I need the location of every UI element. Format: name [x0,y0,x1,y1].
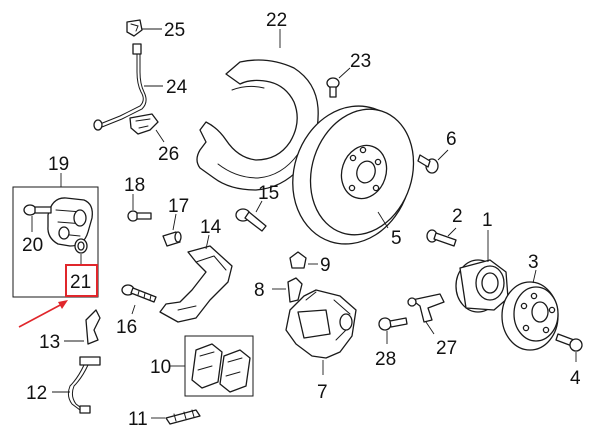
callout-11[interactable]: 11 [128,409,148,430]
highlight-box-21 [65,264,98,297]
part-caliper-7 [285,289,357,359]
callout-22[interactable]: 22 [266,10,287,31]
callout-24[interactable]: 24 [166,77,188,98]
part-pin-17 [162,231,182,247]
part-brake-rotor-5 [292,105,415,245]
part-hub-bearing-1 [455,259,509,313]
red-pointer-arrow [18,300,68,328]
callout-21[interactable]: 21 [70,272,91,293]
callout-9[interactable]: 9 [320,255,331,276]
part-bolt-6 [417,154,439,174]
part-wear-sensor-12 [67,356,101,414]
part-hub-flange-3 [501,281,559,351]
callout-5[interactable]: 5 [391,228,402,249]
callout-19[interactable]: 19 [48,154,69,175]
part-bolt-18 [127,210,152,222]
part-sensor-clip-13 [85,309,101,345]
callout-18[interactable]: 18 [124,175,145,196]
callout-25[interactable]: 25 [164,20,185,41]
part-o-ring-21 [74,238,88,254]
callout-7[interactable]: 7 [317,382,328,403]
callout-2[interactable]: 2 [452,206,463,227]
part-bolt-15 [235,208,267,232]
part-bleeder-cap-9 [289,251,307,269]
part-clip-25 [126,19,143,37]
callout-26[interactable]: 26 [158,144,179,165]
callout-14[interactable]: 14 [200,217,222,238]
callout-3[interactable]: 3 [528,252,539,273]
callout-23[interactable]: 23 [350,51,371,72]
part-pad-clip-11 [165,409,201,425]
callout-17[interactable]: 17 [168,196,189,217]
callout-13[interactable]: 13 [39,332,60,353]
part-bracket-26 [129,113,159,135]
callout-28[interactable]: 28 [375,349,396,370]
part-wheel-bolt-4 [555,333,583,352]
part-dust-shield-22 [196,59,319,191]
part-bolt-23 [326,77,340,98]
part-bleeder-16 [121,284,157,303]
part-brake-pads-10 [191,343,251,393]
part-caliper-housing-19 [47,197,93,247]
part-bolt-20 [23,204,52,216]
callout-10[interactable]: 10 [150,357,171,378]
callout-6[interactable]: 6 [446,129,457,150]
part-bolt-28 [378,317,408,331]
callout-12[interactable]: 12 [26,383,47,404]
callout-1[interactable]: 1 [482,210,493,231]
callout-16[interactable]: 16 [116,317,137,338]
part-bleeder-screw-8 [287,277,303,303]
callout-4[interactable]: 4 [570,368,581,389]
part-caliper-bracket-14 [159,245,233,323]
callout-8[interactable]: 8 [254,280,265,301]
group-box-19 [12,186,99,298]
callout-27[interactable]: 27 [436,338,457,359]
part-bracket-27 [407,293,445,323]
part-brake-hose-24 [93,43,147,131]
part-stud-2 [426,229,457,247]
callout-15[interactable]: 15 [258,183,279,204]
callout-20[interactable]: 20 [22,235,43,256]
